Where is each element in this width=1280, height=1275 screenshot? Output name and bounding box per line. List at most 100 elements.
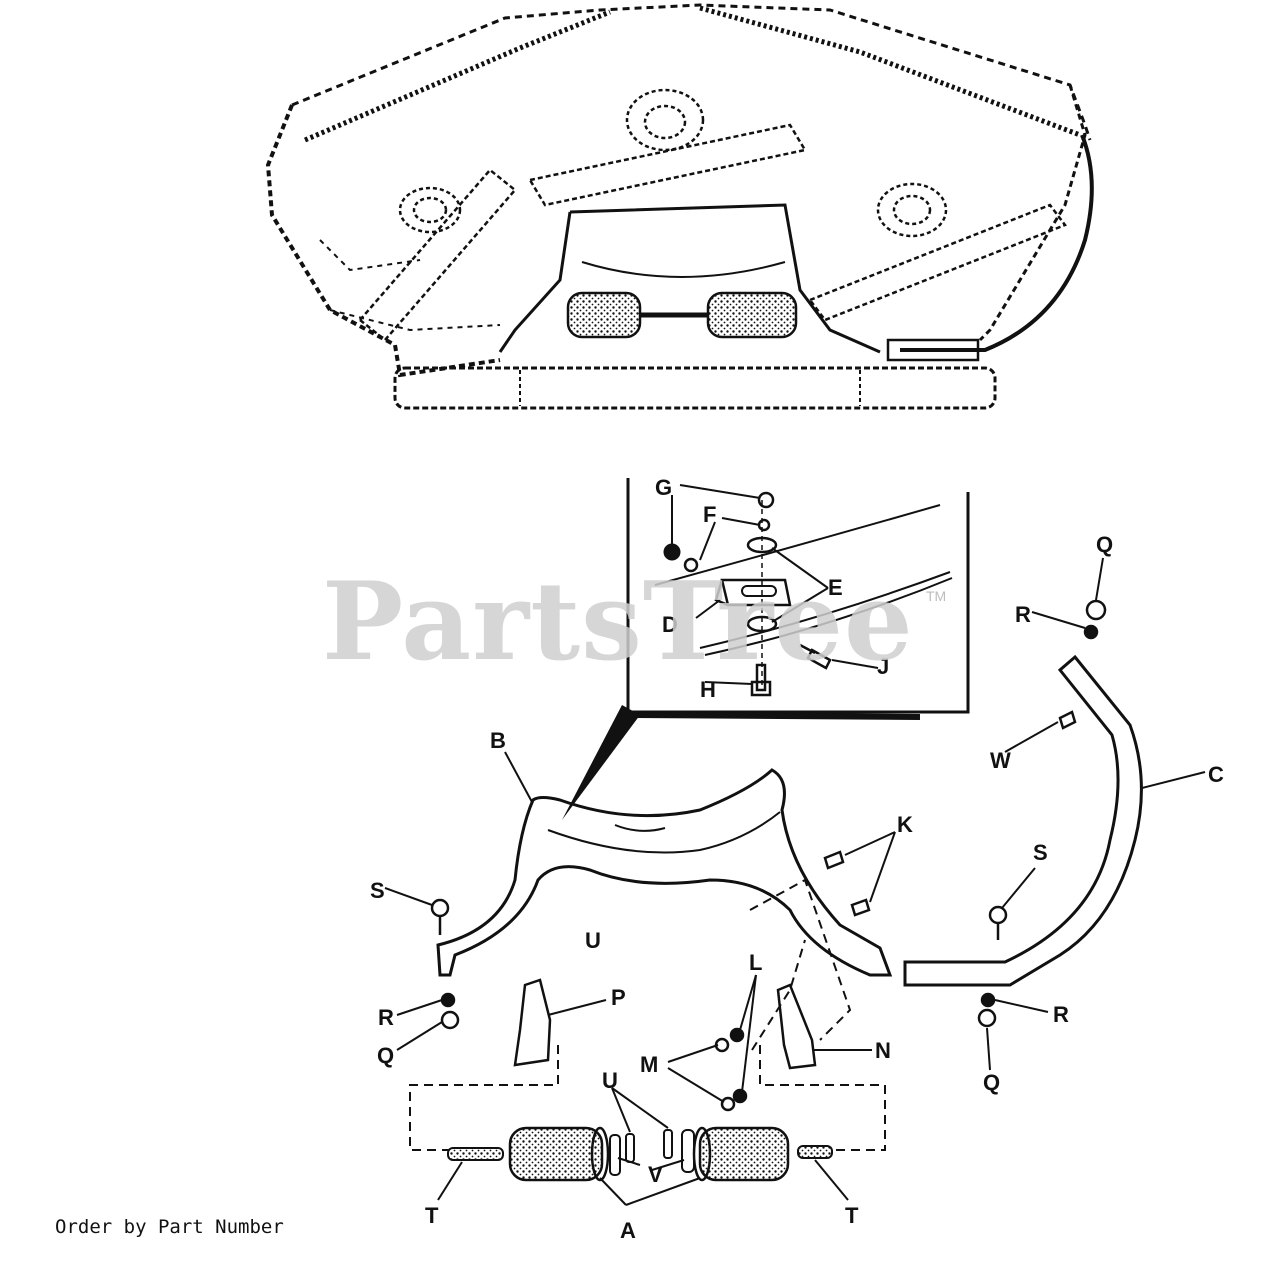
nut-q-top [1085, 599, 1107, 621]
clip-u-right [663, 1129, 673, 1159]
deck-lower-band [393, 366, 997, 410]
callout-k: K [897, 812, 913, 837]
callout-labels: G F E D H J B Q R W C K S S U L P R R N … [370, 475, 1224, 1243]
callout-e: E [828, 575, 843, 600]
callout-s-left: S [370, 878, 385, 903]
callout-g: G [655, 475, 672, 500]
washer-m-lower [720, 1096, 736, 1112]
inset-top-nut [757, 491, 775, 509]
shaft-t-left [447, 1147, 504, 1161]
deck-left-skirt [265, 104, 501, 378]
part-b-bracket [436, 768, 893, 977]
inset-deck-arc-lower [699, 571, 953, 656]
exploded-parts [409, 599, 1143, 1182]
callout-r-left: R [378, 1005, 394, 1030]
inset-bracket-d [714, 578, 792, 607]
callout-j: J [877, 654, 889, 679]
callout-u-lower: U [602, 1068, 618, 1093]
inset-pointer [562, 705, 640, 820]
callout-b: B [490, 728, 506, 753]
inset-deck-arc-upper [654, 504, 941, 586]
callout-r-top: R [1015, 602, 1031, 627]
partstree-watermark: PartsTree [322, 559, 914, 685]
mower-deck-assembly [265, 3, 1094, 410]
deck-right-skirt [978, 84, 1087, 342]
roller-a-left [508, 1126, 604, 1182]
center-blade [528, 123, 807, 207]
guide-line-left [409, 1045, 559, 1151]
right-spindle-hub [876, 182, 948, 238]
spacer-v-right [681, 1129, 695, 1173]
deck-brace-foot [886, 338, 980, 362]
screw-k-upper [823, 850, 845, 870]
washer-r-left [440, 992, 456, 1008]
callout-q-left: Q [377, 1043, 394, 1068]
inset-top-lockwasher [757, 518, 771, 532]
callout-t-right: T [845, 1203, 859, 1228]
callout-a: A [620, 1218, 636, 1243]
part-n-bracket [776, 983, 817, 1070]
inset-nut-f [683, 557, 699, 573]
callout-q-top: Q [1096, 532, 1113, 557]
deck-lower-left [319, 239, 501, 332]
clip-u-left [625, 1133, 635, 1163]
callout-s-right: S [1033, 840, 1048, 865]
nut-q-left [440, 1010, 460, 1030]
nut-l-upper [729, 1027, 745, 1043]
callout-t-left: T [425, 1203, 439, 1228]
callout-c: C [1208, 762, 1224, 787]
inset-bolt-h [750, 663, 772, 697]
hardware [430, 599, 1107, 1112]
shaft-t-right [797, 1145, 833, 1159]
part-b-top-notch [614, 824, 666, 832]
callout-m: M [640, 1052, 658, 1077]
center-spindle-hub [625, 88, 705, 152]
inset-shadow [627, 712, 921, 720]
callout-h: H [700, 677, 716, 702]
callout-u-center: U [585, 928, 601, 953]
left-spindle-hub [398, 186, 462, 234]
guide-line-right [759, 1045, 886, 1151]
deck-front-edge [304, 5, 1081, 143]
order-note: Order by Part Number [55, 1216, 284, 1238]
deck-roller-left [566, 291, 642, 339]
inset-screw-j [799, 643, 832, 670]
screw-w [1058, 710, 1077, 730]
callout-w: W [990, 748, 1011, 773]
part-p-bracket [513, 978, 552, 1067]
detail-inset [562, 478, 970, 820]
inset-slot [741, 585, 777, 597]
deck-right-brace [900, 134, 1094, 352]
part-b-inner-edge [547, 811, 781, 854]
washer-r-top [1083, 624, 1099, 640]
roller-left-end-cap [590, 1126, 610, 1182]
trademark-symbol: TM [926, 588, 947, 604]
nut-l-lower [732, 1088, 748, 1104]
part-c-brace [903, 654, 1143, 987]
right-blade [808, 203, 1067, 322]
callout-v: V [648, 1162, 663, 1187]
spacer-v-left [609, 1134, 621, 1176]
inset-nut-g [663, 543, 681, 561]
callout-d: D [662, 612, 678, 637]
callout-l: L [749, 950, 762, 975]
deck-top-outline [291, 3, 1092, 141]
guide-line-l [751, 939, 806, 1051]
bolt-s-left-head [430, 898, 450, 918]
inset-frame [626, 478, 970, 714]
callout-f: F [703, 502, 716, 527]
callout-n: N [875, 1038, 891, 1063]
bolt-s-right-head [988, 905, 1008, 925]
deck-bracket-inner [581, 261, 786, 278]
deck-bracket-solid [498, 203, 881, 354]
left-blade [358, 168, 517, 342]
callout-p: P [611, 985, 626, 1010]
callout-r-right: R [1053, 1002, 1069, 1027]
washer-r-right [980, 992, 996, 1008]
screw-k-lower [850, 898, 871, 917]
guide-line-k [749, 878, 852, 1041]
roller-a-right [698, 1126, 790, 1182]
deck-roller-right [706, 291, 798, 339]
leader-lines [384, 484, 1206, 1206]
